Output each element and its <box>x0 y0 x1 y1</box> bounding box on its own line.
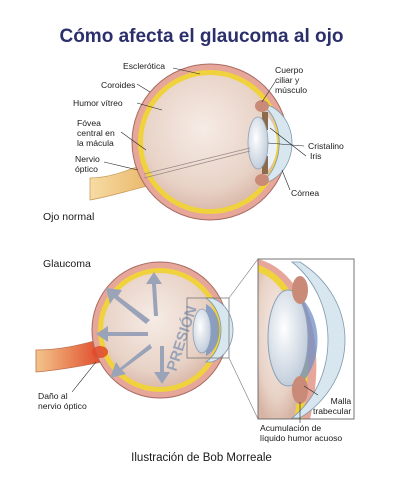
vitreous-shape <box>143 75 277 209</box>
label-fluid: Acumulación de líquido humor acuoso <box>260 423 343 443</box>
label-optic-nerve: Nervio óptico <box>75 154 100 174</box>
iris-shape <box>262 112 268 130</box>
zoom-panel <box>258 259 354 419</box>
page-title: Cómo afecta el glaucoma al ojo <box>59 26 344 47</box>
label-ciliary: Cuerpo ciliar y músculo <box>275 65 307 95</box>
lens-shape <box>247 116 269 170</box>
label-cornea: Córnea <box>291 188 320 198</box>
normal-eye <box>89 63 293 221</box>
label-sclera: Esclerótica <box>123 61 166 71</box>
ciliary-shape <box>255 100 269 112</box>
label-iris: Iris <box>310 151 322 161</box>
label-fovea: Fóvea central en la mácula <box>77 118 115 148</box>
glaucoma-leaders <box>71 361 319 423</box>
label-lens: Cristalino <box>308 141 344 151</box>
label-choroid: Coroides <box>101 80 136 90</box>
zoom-indicator <box>186 297 230 359</box>
label-vitreous: Humor vítreo <box>73 98 123 108</box>
normal-leaders <box>103 67 307 191</box>
label-nerve-damage: Daño al nervio óptico <box>38 391 87 411</box>
label-trabecular: Malla trabecular <box>313 396 352 416</box>
illustration-credit: Ilustración de Bob Morreale <box>131 452 272 464</box>
glaucoma-eye: PRESIÓN <box>35 258 259 420</box>
caption-normal-eye: Ojo normal <box>43 211 95 223</box>
pressure-arrows <box>96 272 170 384</box>
caption-glaucoma: Glaucoma <box>43 258 91 270</box>
